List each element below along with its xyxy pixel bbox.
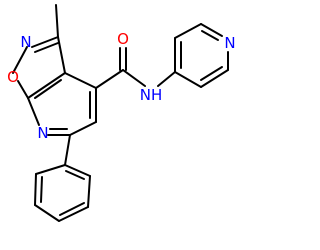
bond-pyridyl-3-n bbox=[200, 23, 223, 37]
bond-c6-c5 bbox=[69, 121, 97, 136]
bond-phenyl-4-5-double bbox=[59, 202, 85, 216]
fused-pyridine-ring bbox=[27, 72, 97, 136]
bond-c3a-c7a-double bbox=[34, 79, 62, 99]
bond-pyridyl-3-n-double bbox=[201, 30, 219, 41]
atom-label-n-isoxazole: N bbox=[20, 33, 31, 51]
bond-o-c7a bbox=[17, 80, 29, 99]
atom-label-n-pyridine-fused: N bbox=[37, 124, 48, 142]
bond-pyridyl-2-3 bbox=[174, 23, 202, 39]
bond-c3-c3a bbox=[57, 36, 66, 74]
pyridyl-ring bbox=[174, 23, 229, 88]
bond-c6-phenyl bbox=[64, 134, 71, 166]
atom-label-o-carbonyl: O bbox=[117, 30, 129, 48]
bond-n-methyl-carbon bbox=[31, 36, 59, 48]
bond-phenyl-6-1 bbox=[64, 164, 91, 177]
bond-pyridyl-6-1 bbox=[174, 71, 202, 88]
phenyl-ring bbox=[34, 134, 91, 222]
isoxazole-ring bbox=[12, 4, 66, 99]
atom-label-o-isoxazole: O bbox=[7, 68, 19, 86]
bond-pyridyl-5-6 bbox=[200, 69, 229, 88]
bond-phenyl-3-4 bbox=[34, 204, 60, 222]
bond-c7a-n7 bbox=[27, 97, 40, 126]
bond-phenyl-4-5 bbox=[58, 206, 89, 222]
atom-label-nh-amide: NH bbox=[140, 86, 163, 104]
molecule-structure: N O N O NH N bbox=[7, 4, 236, 222]
bond-phenyl-1-2 bbox=[35, 164, 66, 175]
bond-methyl bbox=[55, 4, 59, 38]
bond-phenyl-2-3 bbox=[34, 173, 37, 206]
bond-phenyl-6-1-double bbox=[65, 170, 85, 180]
bond-nh-pyridyl bbox=[157, 71, 176, 87]
bond-pyridyl-5-6-double bbox=[200, 66, 223, 81]
bond-phenyl-2-3-double bbox=[40, 176, 43, 203]
bond-c4-carbonyl bbox=[95, 69, 124, 89]
bond-c4-c3a bbox=[64, 72, 97, 89]
bond-n-methyl-carbon-double bbox=[34, 42, 59, 53]
bond-c3a-c7a bbox=[27, 72, 66, 99]
bond-carbonyl-nh bbox=[122, 69, 146, 87]
amide-group bbox=[95, 47, 176, 89]
atom-label-n-pyridyl: N bbox=[224, 34, 235, 52]
bond-n-o bbox=[12, 46, 28, 74]
bond-phenyl-5-6 bbox=[87, 175, 91, 208]
